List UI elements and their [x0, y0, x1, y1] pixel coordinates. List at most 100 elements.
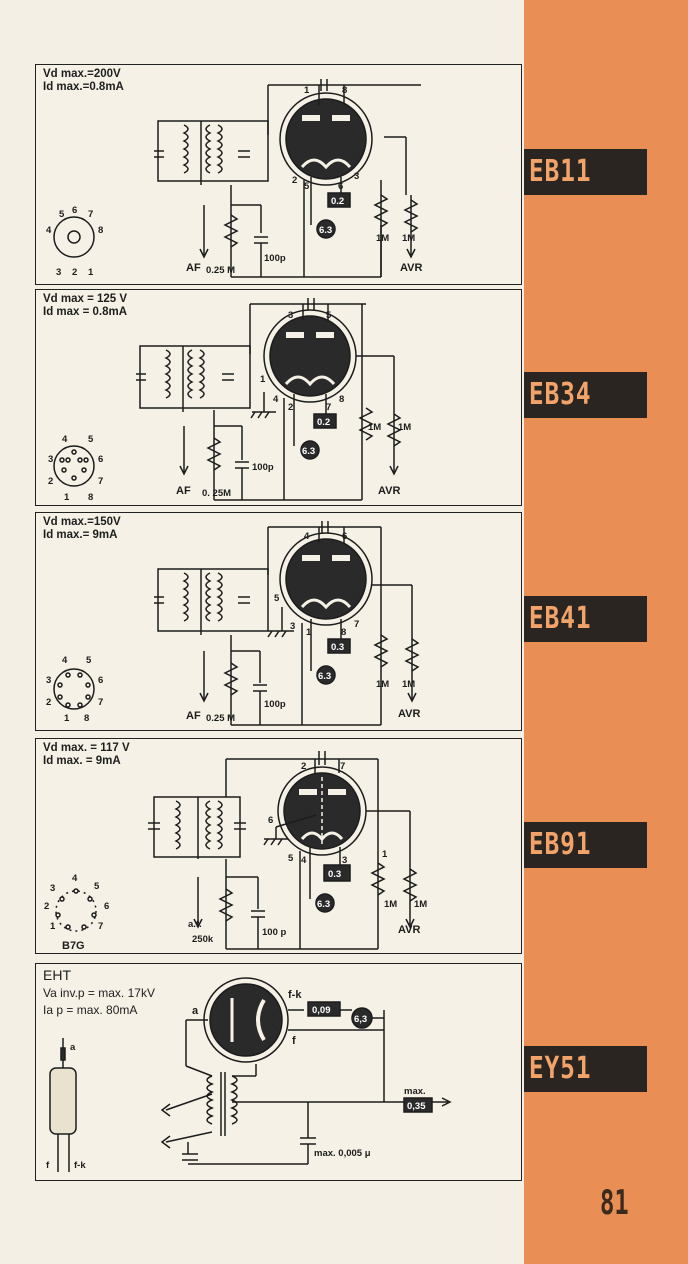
pin-eb91-g: 6 — [268, 815, 273, 826]
tube-tag-eb41: EB41 — [524, 596, 647, 642]
pin-eb91-k2: 4 — [301, 855, 307, 866]
schematic-eb41: 4 6 5 3 1 8 7 0.3 6.3 AF 0.25 M 100p 1M … — [46, 521, 420, 726]
base-pin: 4 — [62, 434, 68, 445]
pin-eb41-g: 5 — [274, 593, 280, 604]
pin-eb34-k1: 4 — [273, 394, 279, 405]
label-eb34-af: AF — [176, 485, 191, 497]
tube-tag-ey51: EY51 — [524, 1046, 647, 1092]
base-pin: 2 — [72, 267, 77, 278]
base-pin: 5 — [94, 881, 100, 892]
pin-eb41-a1: 4 — [304, 531, 310, 542]
pin-eb34-k2: 2 — [288, 402, 293, 413]
label-eb91-r2: 1M — [414, 899, 427, 910]
base-type-label: B7G — [62, 940, 85, 952]
spec-eb41: Vd max.=150V Id max.= 9mA — [43, 516, 121, 541]
pin-eb11-a1: 1 — [304, 85, 310, 96]
label-eb41-r2: 1M — [402, 679, 415, 690]
base-pin: 4 — [72, 873, 78, 884]
label-eb34-r1: 1M — [368, 422, 381, 433]
pin-eb11-a2: 8 — [342, 85, 347, 96]
base-pin: 8 — [84, 713, 89, 724]
base-pin: 7 — [88, 209, 93, 220]
base-pin: 6 — [98, 454, 103, 465]
circuit-panel-eb41: Vd max.=150V Id max.= 9mA — [35, 512, 522, 731]
label-eb41-r1: 1M — [376, 679, 389, 690]
label-eb11-r2: 1M — [402, 233, 415, 244]
circuit-panel-eb34: Vd max = 125 V Id max = 0.8mA — [35, 289, 522, 506]
heater-v-eb91: 0.3 — [328, 869, 341, 880]
label-eb91-avr: AVR — [398, 924, 420, 936]
pin-eb34-k4: 8 — [339, 394, 344, 405]
label-eb91-rload: 250k — [192, 934, 214, 945]
heater-v-eb41: 0.3 — [331, 642, 344, 653]
pin-eb41-a2: 6 — [342, 531, 347, 542]
label-eb11-cap: 100p — [264, 253, 286, 264]
pin-eb34-g: 1 — [260, 374, 266, 385]
heater-v-eb34: 0.2 — [317, 417, 330, 428]
label-eb41-af: AF — [186, 710, 201, 722]
base-pin: 8 — [88, 492, 93, 503]
base-pin: 2 — [46, 697, 51, 708]
schematic-eb34: 3 5 1 4 2 7 8 0.2 6.3 AF 0. 25M 100p 1M … — [48, 298, 411, 503]
base-pin: 5 — [86, 655, 92, 666]
base-pin: 7 — [98, 476, 103, 487]
body-pin-a: a — [70, 1042, 76, 1053]
page-number: 81 — [600, 1183, 629, 1223]
pin-eb11-k3: 3 — [354, 171, 359, 182]
base-pin: 8 — [98, 225, 103, 236]
label-ey51-value: 0,35 — [407, 1101, 426, 1112]
label-eb91-r1: 1M — [384, 899, 397, 910]
circuit-panel-eb11: Vd max.=200V Id max.=0.8mA — [35, 64, 522, 285]
heater-i-eb91: 6.3 — [317, 899, 330, 910]
label-ey51-cap: max. 0,005 μ — [314, 1148, 371, 1159]
heater-v-ey51: 0,09 — [312, 1005, 331, 1016]
base-pin: 3 — [50, 883, 55, 894]
base-pin: 1 — [50, 921, 56, 932]
label-eb91-cap: 100 p — [262, 927, 286, 938]
base-pin: 6 — [98, 675, 103, 686]
body-pin-f: f — [46, 1160, 50, 1171]
label-eb34-r2: 1M — [398, 422, 411, 433]
base-pin: 3 — [56, 267, 61, 278]
pin-eb34-a1: 3 — [288, 310, 293, 321]
pin-eb41-k3: 8 — [341, 627, 346, 638]
label-eb11-avr: AVR — [400, 262, 422, 274]
tube-tag-eb34: EB34 — [524, 372, 647, 418]
base-pin: 4 — [62, 655, 68, 666]
base-pin: 4 — [46, 225, 52, 236]
pin-eb91-k1: 5 — [288, 853, 294, 864]
pin-eb91-a1: 2 — [301, 761, 306, 772]
label-ey51-max: max. — [404, 1086, 426, 1097]
spec-eb11: Vd max.=200V Id max.=0.8mA — [43, 68, 124, 93]
label-ey51-f: f — [292, 1035, 296, 1047]
label-eb91-af: a.f. — [188, 919, 202, 930]
label-eb41-cap: 100p — [264, 699, 286, 710]
spec-eb34: Vd max = 125 V Id max = 0.8mA — [43, 293, 128, 318]
label-eb34-avr: AVR — [378, 485, 400, 497]
tube-tag-eb11: EB11 — [524, 149, 647, 195]
base-pin: 5 — [59, 209, 65, 220]
base-pin: 1 — [64, 713, 70, 724]
schematic-eb91: 2 7 6 5 4 3 1 0.3 6.3 a.f. 250k 100 p 1M… — [44, 751, 427, 952]
pin-eb34-a2: 5 — [326, 310, 332, 321]
label-eb34-rload: 0. 25M — [202, 488, 231, 499]
base-pin: 6 — [104, 901, 109, 912]
circuit-panel-ey51: EHT Va inv.p = max. 17kV Ia p = max. 80m… — [35, 963, 522, 1181]
label-eb11-r1: 1M — [376, 233, 389, 244]
spec-ey51: EHT Va inv.p = max. 17kV Ia p = max. 80m… — [43, 967, 155, 1017]
base-pin: 7 — [98, 697, 103, 708]
label-eb11-af: AF — [186, 262, 201, 274]
heater-i-eb41: 6.3 — [318, 671, 331, 682]
pin-eb91-k3: 3 — [342, 855, 347, 866]
pin-eb41-k1: 3 — [290, 621, 295, 632]
heater-i-eb11: 6.3 — [319, 225, 332, 236]
schematic-ey51: a f-k f 0,09 6,3 max. 0,35 max. 0,005 μ … — [46, 977, 452, 1172]
base-pin: 2 — [48, 476, 53, 487]
heater-i-ey51: 6,3 — [354, 1014, 367, 1025]
base-pin: 1 — [88, 267, 94, 278]
label-eb34-cap: 100p — [252, 462, 274, 473]
pin-eb91-a2: 7 — [340, 761, 345, 772]
pin-eb41-k4: 7 — [354, 619, 359, 630]
base-pin: 2 — [44, 901, 49, 912]
tube-tag-eb91: EB91 — [524, 822, 647, 868]
